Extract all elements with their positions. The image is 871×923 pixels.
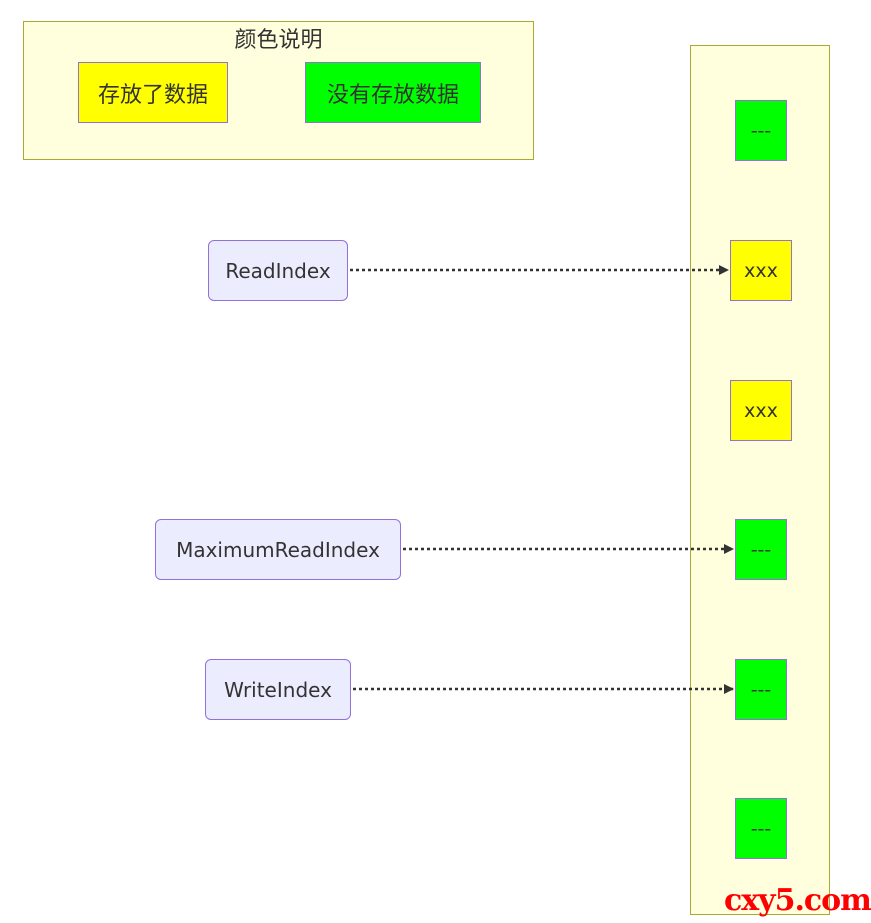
buffer-cell-1: xxx [730,240,792,301]
legend-empty-swatch: 没有存放数据 [305,62,481,123]
legend-filled-swatch: 存放了数据 [78,62,228,123]
site-watermark: cxy5.com [724,883,871,918]
color-legend: 颜色说明 存放了数据 没有存放数据 [23,21,534,160]
legend-title: 颜色说明 [234,28,323,53]
buffer-cell-3: --- [735,519,787,580]
maximum-read-index-node: MaximumReadIndex [155,519,401,580]
buffer-cell-5: --- [735,798,787,859]
pointer-arrows [350,265,734,694]
write-index-node: WriteIndex [205,659,351,720]
buffer-column [690,45,830,915]
read-index-node: ReadIndex [208,240,348,301]
buffer-cell-2: xxx [730,380,792,441]
buffer-cell-4: --- [735,659,787,720]
buffer-cell-0: --- [735,100,787,161]
